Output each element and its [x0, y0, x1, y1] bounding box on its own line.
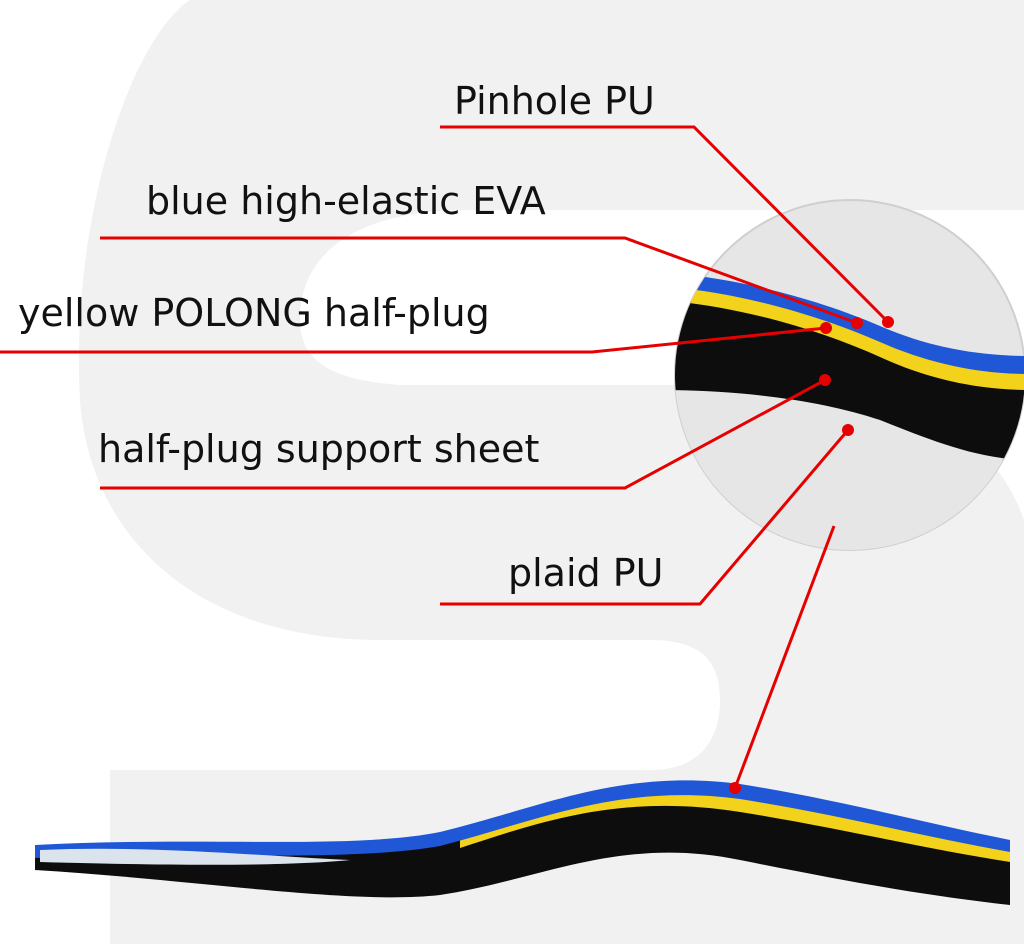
background-watermark	[78, 0, 1024, 944]
dot-pinhole-pu	[882, 316, 894, 328]
label-yellow-polong-half-plug: yellow POLONG half-plug	[18, 291, 490, 335]
label-blue-high-elastic-eva: blue high-elastic EVA	[146, 179, 546, 223]
dot-support-sheet	[819, 374, 831, 386]
leader-lines	[0, 125, 890, 789]
leader-line-plaid-pu	[440, 429, 850, 606]
label-pinhole-pu: Pinhole PU	[454, 79, 655, 123]
dot-insole-arch	[729, 782, 741, 794]
leader-line-yellow-polong	[0, 326, 827, 354]
leader-line-pinhole-pu	[440, 125, 890, 324]
leader-line-magnifier-to-insole	[733, 525, 836, 789]
dot-plaid-pu	[842, 424, 854, 436]
leader-line-support-sheet	[100, 378, 826, 490]
label-half-plug-support-sheet: half-plug support sheet	[98, 427, 540, 471]
magnifier-circle	[674, 199, 1024, 551]
dot-yellow-polong	[820, 322, 832, 334]
label-plaid-pu: plaid PU	[508, 551, 664, 595]
leader-dots	[729, 316, 894, 794]
insole-profile	[35, 780, 1010, 905]
magnified-insole-layers	[675, 272, 1024, 550]
leader-line-blue-eva	[100, 236, 858, 325]
dot-blue-eva	[851, 317, 863, 329]
